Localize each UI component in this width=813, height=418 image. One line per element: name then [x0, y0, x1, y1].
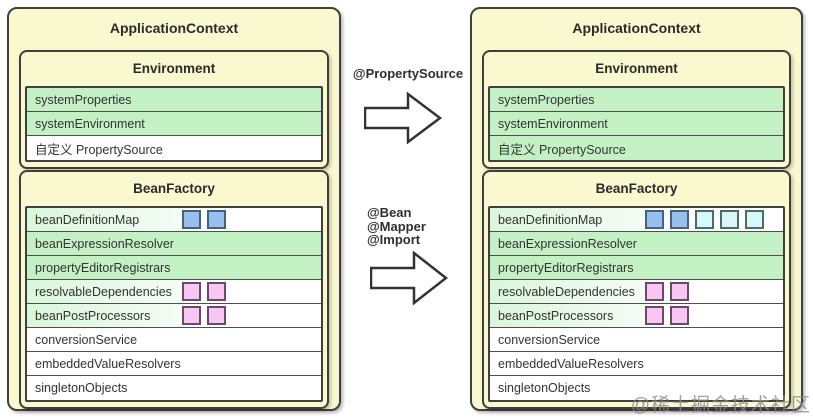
- row-label: systemEnvironment: [35, 116, 145, 131]
- table-row: systemProperties: [27, 88, 321, 112]
- environment-box: Environment systemProperties systemEnvir…: [482, 50, 791, 169]
- row-squares: [645, 306, 689, 325]
- table-row: beanExpressionResolver: [27, 232, 321, 256]
- row-label: embeddedValueResolvers: [498, 356, 644, 371]
- row-label: beanPostProcessors: [498, 308, 614, 323]
- row-label: 自定义 PropertySource: [35, 142, 163, 157]
- bean-factory-box: BeanFactory beanDefinitionMap beanExpres…: [482, 170, 791, 409]
- environment-rows: systemProperties systemEnvironment 自定义 P…: [488, 86, 785, 162]
- table-row: singletonObjects: [490, 376, 783, 400]
- right-arrow-icon: [364, 92, 442, 144]
- table-row: conversionService: [490, 328, 783, 352]
- pink-square: [182, 282, 201, 301]
- environment-title: Environment: [132, 61, 216, 76]
- table-row: beanDefinitionMap: [490, 208, 783, 232]
- table-row: systemEnvironment: [490, 112, 783, 136]
- bean-factory-title: BeanFactory: [133, 181, 215, 196]
- pink-square: [207, 282, 226, 301]
- pink-square: [207, 306, 226, 325]
- row-label: beanDefinitionMap: [35, 212, 140, 227]
- row-squares: [645, 210, 764, 229]
- pink-square: [182, 306, 201, 325]
- blue-square: [182, 210, 201, 229]
- table-row: systemEnvironment: [27, 112, 321, 136]
- bean-annotation-line: @Bean: [367, 205, 412, 220]
- application-context-panel-before: ApplicationContext Environment systemPro…: [7, 7, 341, 411]
- row-squares: [182, 210, 226, 229]
- table-row: 自定义 PropertySource: [490, 136, 783, 160]
- blue-square: [207, 210, 226, 229]
- pink-square: [670, 282, 689, 301]
- row-label: beanDefinitionMap: [498, 212, 603, 227]
- property-source-annotation: @PropertySource: [352, 66, 464, 81]
- cyan-square: [745, 210, 764, 229]
- table-row: beanDefinitionMap: [27, 208, 321, 232]
- table-row: resolvableDependencies: [27, 280, 321, 304]
- table-row: singletonObjects: [27, 376, 321, 400]
- row-label: resolvableDependencies: [498, 284, 635, 299]
- row-label: conversionService: [35, 332, 138, 347]
- row-label: resolvableDependencies: [35, 284, 172, 299]
- table-row: beanPostProcessors: [490, 304, 783, 328]
- table-row: embeddedValueResolvers: [490, 352, 783, 376]
- row-label: singletonObjects: [498, 381, 591, 395]
- bean-factory-rows: beanDefinitionMap beanExpressionResolver…: [488, 206, 785, 402]
- pink-square: [645, 306, 664, 325]
- row-label: beanExpressionResolver: [498, 236, 637, 251]
- bean-factory-title: BeanFactory: [595, 181, 678, 196]
- bean-factory-rows: beanDefinitionMap beanExpressionResolver…: [25, 206, 323, 402]
- table-row: 自定义 PropertySource: [27, 136, 321, 160]
- row-squares: [645, 282, 689, 301]
- table-row: propertyEditorRegistrars: [27, 256, 321, 280]
- table-row: systemProperties: [490, 88, 783, 112]
- import-annotation-line: @Import: [367, 232, 421, 247]
- table-row: beanExpressionResolver: [490, 232, 783, 256]
- row-label: propertyEditorRegistrars: [498, 260, 634, 275]
- row-label: propertyEditorRegistrars: [35, 260, 171, 275]
- cyan-square: [695, 210, 714, 229]
- panel-title: ApplicationContext: [109, 20, 239, 36]
- row-label: conversionService: [498, 332, 601, 347]
- row-label: beanExpressionResolver: [35, 236, 174, 251]
- table-row: embeddedValueResolvers: [27, 352, 321, 376]
- juejin-watermark: @稀土掘金技术社区: [630, 395, 811, 416]
- environment-box: Environment systemProperties systemEnvir…: [19, 50, 329, 169]
- table-row: conversionService: [27, 328, 321, 352]
- cyan-square: [720, 210, 739, 229]
- environment-rows: systemProperties systemEnvironment 自定义 P…: [25, 86, 323, 162]
- panel-title: ApplicationContext: [572, 20, 701, 36]
- table-row: resolvableDependencies: [490, 280, 783, 304]
- row-label: embeddedValueResolvers: [35, 356, 181, 371]
- row-label: singletonObjects: [35, 381, 128, 395]
- row-squares: [182, 306, 226, 325]
- application-context-panel-after: ApplicationContext Environment systemPro…: [470, 7, 803, 411]
- blue-square: [670, 210, 689, 229]
- row-label: systemProperties: [498, 92, 595, 107]
- blue-square: [645, 210, 664, 229]
- bean-factory-box: BeanFactory beanDefinitionMap beanExpres…: [19, 170, 329, 409]
- row-squares: [182, 282, 226, 301]
- pink-square: [645, 282, 664, 301]
- row-label: systemProperties: [35, 92, 132, 107]
- pink-square: [670, 306, 689, 325]
- environment-title: Environment: [595, 61, 678, 76]
- mapper-annotation-line: @Mapper: [367, 218, 426, 234]
- bean-annotations: @Bean @Mapper @Import: [367, 206, 426, 247]
- table-row: propertyEditorRegistrars: [490, 256, 783, 280]
- row-label: systemEnvironment: [498, 116, 608, 131]
- row-label: beanPostProcessors: [35, 308, 151, 323]
- row-label: 自定义 PropertySource: [498, 142, 626, 157]
- right-arrow-icon: [370, 251, 448, 305]
- table-row: beanPostProcessors: [27, 304, 321, 328]
